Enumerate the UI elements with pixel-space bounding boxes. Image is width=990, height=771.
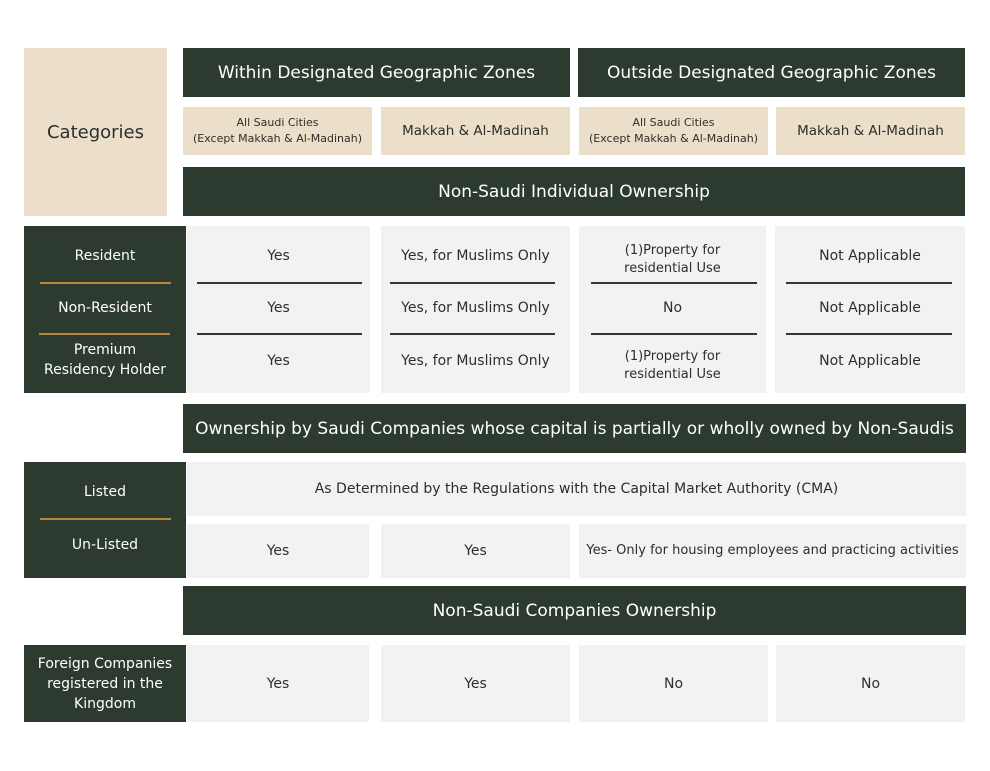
saudi-companies-label-block	[24, 462, 186, 578]
cell-unlisted-outside: Yes- Only for housing employees and prac…	[579, 524, 966, 578]
divider	[390, 282, 555, 284]
cell-premium-all-cities-within: Yes	[267, 353, 290, 369]
cell-foreign-makkah-outside: No	[776, 645, 965, 722]
column-cell	[775, 226, 965, 393]
row-label-resident: Resident	[74, 248, 136, 264]
subheader-makkah-madinah: Makkah & Al-Madinah	[776, 107, 965, 155]
cell-resident-makkah-within: Yes, for Muslims Only	[401, 248, 550, 264]
divider	[786, 333, 952, 335]
column-cell	[187, 226, 370, 393]
row-label-premium-residency: Premium Residency Holder	[44, 342, 166, 378]
categories-header: Categories	[24, 48, 167, 216]
cell-resident-all-cities-within: Yes	[267, 248, 290, 264]
cell-foreign-all-cities-outside: No	[579, 645, 768, 722]
cell-unlisted-all-cities-within: Yes	[187, 524, 369, 578]
cell-premium-makkah-within: Yes, for Muslims Only	[401, 353, 550, 369]
cell-foreign-all-cities-within: Yes	[187, 645, 369, 722]
row-label-foreign-companies: Foreign Companies registered in the King…	[24, 645, 186, 722]
cell-resident-makkah-outside: Not Applicable	[819, 248, 921, 264]
cell-foreign-makkah-within: Yes	[381, 645, 570, 722]
row-label-unlisted: Un-Listed	[71, 537, 139, 553]
saudi-companies-banner: Ownership by Saudi Companies whose capit…	[183, 404, 966, 453]
foreign-companies-banner: Non-Saudi Companies Ownership	[183, 586, 966, 635]
cell-listed: As Determined by the Regulations with th…	[187, 462, 966, 516]
cell-resident-all-cities-outside: (1)Property for residential Use	[624, 243, 721, 276]
column-cell	[381, 226, 570, 393]
divider	[40, 518, 171, 520]
within-zones-header: Within Designated Geographic Zones	[183, 48, 570, 97]
subheader-makkah-madinah: Makkah & Al-Madinah	[381, 107, 570, 155]
individual-ownership-banner: Non-Saudi Individual Ownership	[183, 167, 965, 216]
cell-non-resident-makkah-within: Yes, for Muslims Only	[401, 300, 550, 316]
cell-non-resident-makkah-outside: Not Applicable	[819, 300, 921, 316]
cell-non-resident-all-cities-outside: No	[662, 300, 683, 316]
divider	[39, 333, 170, 335]
individual-label-block	[24, 226, 186, 393]
divider	[197, 282, 362, 284]
divider	[197, 333, 362, 335]
row-label-non-resident: Non-Resident	[58, 300, 152, 316]
divider	[591, 282, 757, 284]
outside-zones-header: Outside Designated Geographic Zones	[578, 48, 965, 97]
subheader-all-cities: All Saudi Cities (Except Makkah & Al-Mad…	[183, 107, 372, 155]
row-label-listed: Listed	[84, 484, 126, 500]
divider	[40, 282, 171, 284]
cell-premium-makkah-outside: Not Applicable	[819, 353, 921, 369]
cell-unlisted-makkah-within: Yes	[381, 524, 570, 578]
divider	[591, 333, 757, 335]
column-cell	[579, 226, 766, 393]
divider	[786, 282, 952, 284]
subheader-all-cities: All Saudi Cities (Except Makkah & Al-Mad…	[579, 107, 768, 155]
divider	[390, 333, 555, 335]
cell-premium-all-cities-outside: (1)Property for residential Use	[624, 349, 721, 382]
cell-non-resident-all-cities-within: Yes	[267, 300, 290, 316]
